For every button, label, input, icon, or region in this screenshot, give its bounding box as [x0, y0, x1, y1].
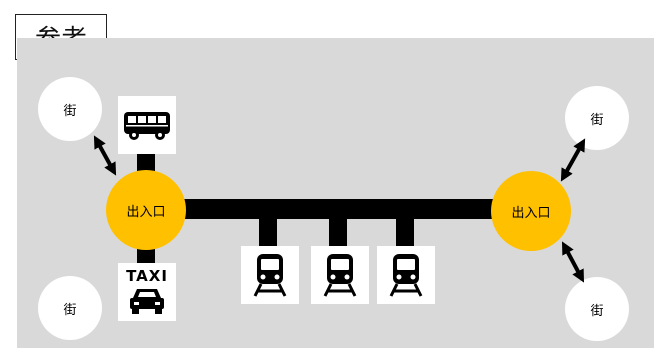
arrow-top-right	[560, 138, 586, 182]
taxi-text: TAXI	[126, 266, 168, 285]
main-corridor	[146, 199, 536, 219]
taxi-tile: TAXI	[118, 263, 176, 321]
town-label: 街	[590, 303, 604, 319]
town-top-left: 街	[38, 77, 102, 141]
train-connector-1	[259, 210, 277, 246]
bus-icon	[124, 112, 170, 140]
town-label: 街	[590, 112, 604, 128]
bus-tile	[118, 96, 176, 154]
train-tile-2	[311, 246, 369, 304]
train-connector-2	[329, 210, 347, 246]
town-bottom-left: 街	[38, 276, 102, 340]
train-icon	[253, 254, 287, 297]
taxi-icon	[130, 288, 164, 314]
town-bottom-right: 街	[565, 277, 629, 341]
train-icon	[389, 254, 423, 297]
train-icon	[323, 254, 357, 297]
arrow-bottom-right	[561, 241, 585, 283]
arrow-top-left	[93, 135, 117, 176]
train-connector-3	[396, 210, 414, 246]
town-label: 街	[63, 302, 77, 318]
exit-right-label: 出入口	[511, 205, 551, 221]
town-label: 街	[63, 103, 77, 119]
exit-right: 出入口	[491, 171, 571, 251]
train-tile-3	[377, 246, 435, 304]
exit-left-label: 出入口	[126, 204, 166, 220]
train-tile-1	[241, 246, 299, 304]
exit-left: 出入口	[106, 170, 186, 250]
